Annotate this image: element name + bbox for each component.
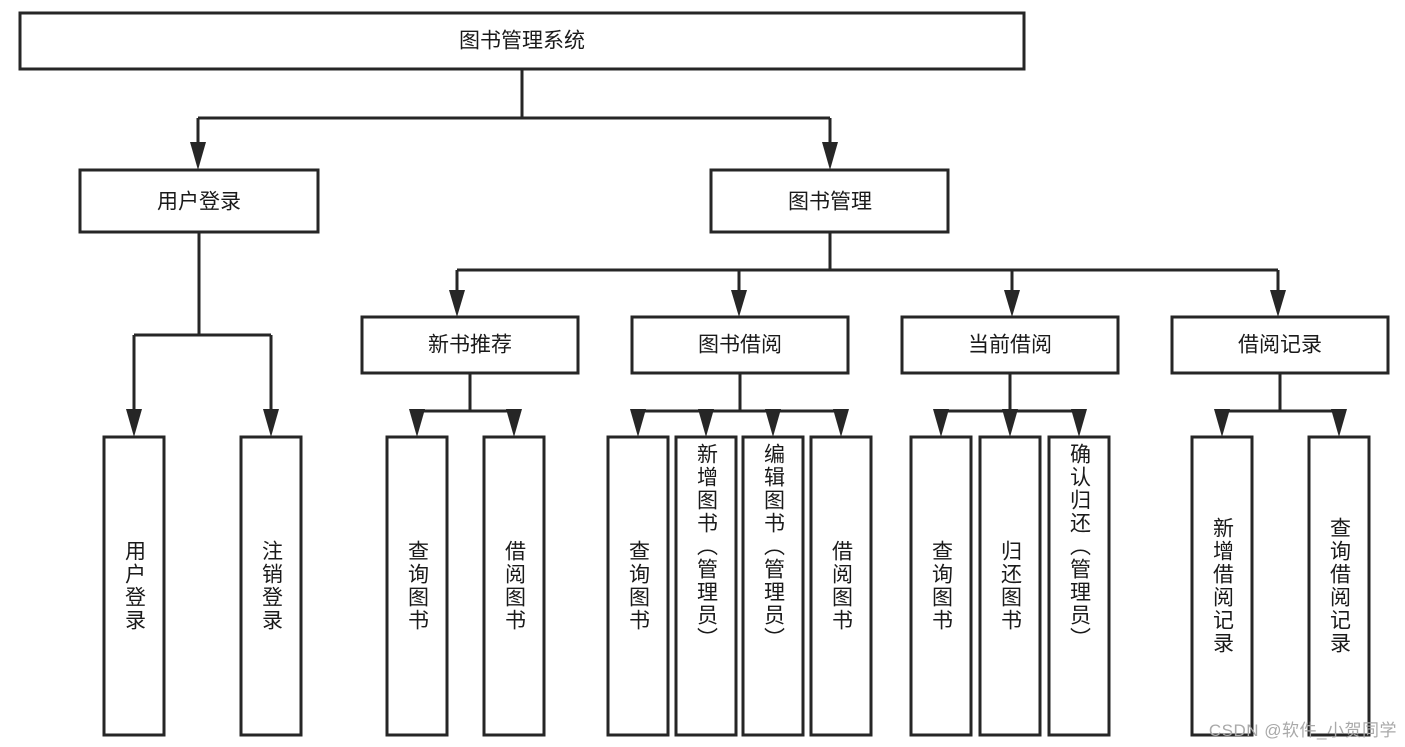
node-user-login[interactable]: 用户登录 <box>78 168 320 234</box>
node-book-management[interactable]: 图书管理 <box>709 168 950 234</box>
node-user-login-label: 用户登录 <box>157 191 241 214</box>
leaf-box-current-1[interactable] <box>909 435 973 737</box>
leaf-box-record-1[interactable] <box>1190 435 1254 737</box>
connector-root-to-level2 <box>190 69 838 170</box>
leaf-box-borrow-2[interactable] <box>674 435 738 737</box>
node-current-borrow[interactable]: 当前借阅 <box>900 315 1120 375</box>
leaf-box-current-2[interactable] <box>978 435 1042 737</box>
node-root-system[interactable]: 图书管理系统 <box>18 11 1026 71</box>
connector-current-borrow-to-leaves <box>933 373 1087 437</box>
leaf-box-borrow-3[interactable] <box>741 435 805 737</box>
node-current-borrow-label: 当前借阅 <box>968 334 1052 357</box>
leaf-box-current-3[interactable] <box>1047 435 1111 737</box>
connector-book-management-to-level3 <box>449 232 1286 317</box>
connector-borrow-record-to-leaves <box>1214 373 1347 437</box>
csdn-watermark: CSDN @软件_小贺同学 <box>1208 721 1397 740</box>
connector-user-login-to-leaves <box>126 232 279 437</box>
leaf-box-recommend-2[interactable] <box>482 435 546 737</box>
leaf-box-user-login-1[interactable] <box>102 435 166 737</box>
node-borrow-record-label: 借阅记录 <box>1238 334 1322 357</box>
node-borrow-record[interactable]: 借阅记录 <box>1170 315 1390 375</box>
node-new-book-recommend-label: 新书推荐 <box>428 334 512 357</box>
leaf-box-record-2[interactable] <box>1307 435 1371 737</box>
node-new-book-recommend[interactable]: 新书推荐 <box>360 315 580 375</box>
connector-book-borrow-to-leaves <box>630 373 849 437</box>
leaf-box-recommend-1[interactable] <box>385 435 449 737</box>
node-book-management-label: 图书管理 <box>788 191 872 214</box>
node-book-borrow-label: 图书借阅 <box>698 334 782 357</box>
leaf-box-borrow-1[interactable] <box>606 435 670 737</box>
connector-new-book-recommend-to-leaves <box>409 373 522 437</box>
node-book-borrow[interactable]: 图书借阅 <box>630 315 850 375</box>
leaf-box-user-login-2[interactable] <box>239 435 303 737</box>
node-root-system-label: 图书管理系统 <box>459 30 585 53</box>
leaf-box-borrow-4[interactable] <box>809 435 873 737</box>
